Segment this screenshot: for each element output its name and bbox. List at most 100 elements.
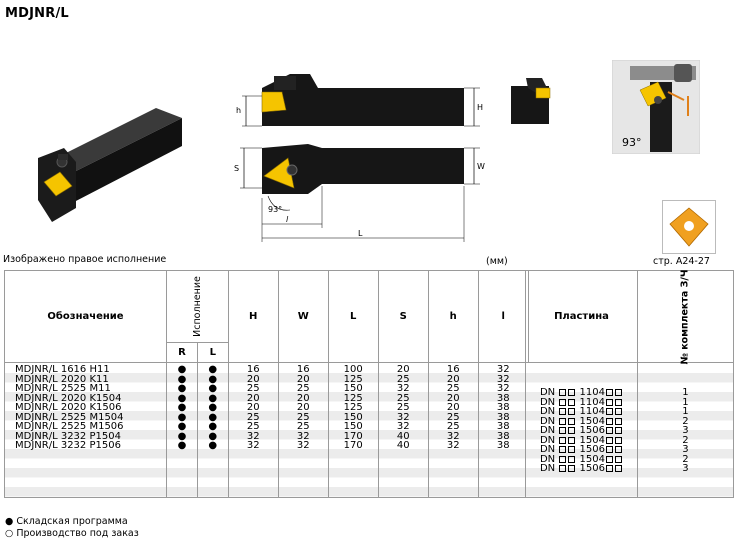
table-cell-h: 20 bbox=[246, 392, 260, 404]
table-cell-l-len: 150 bbox=[343, 383, 363, 394]
table-cell-kit: 1 bbox=[682, 406, 689, 418]
legend-order: ○ Производство под заказ bbox=[5, 528, 139, 539]
legend-stock: ● Складская программа bbox=[5, 516, 128, 527]
placeholder-box-icon bbox=[559, 417, 567, 425]
table-cell-s: 20 bbox=[396, 364, 410, 375]
insert-prefix: DN bbox=[539, 425, 556, 437]
dim-l-label: l bbox=[286, 215, 289, 224]
table-cell-l-len: 150 bbox=[343, 421, 363, 432]
placeholder-box-icon bbox=[606, 455, 613, 463]
table-cell-l: ● bbox=[208, 383, 218, 394]
table-cell-kit: 2 bbox=[682, 434, 689, 446]
placeholder-box-icon bbox=[559, 465, 567, 473]
dim-h-label: h bbox=[236, 106, 241, 115]
top-view-drawing: S W 93° l L bbox=[234, 144, 485, 242]
table-cell-h: 20 bbox=[246, 373, 260, 385]
header-L: L bbox=[327, 270, 379, 363]
placeholder-box-icon bbox=[559, 398, 567, 406]
header-l: l bbox=[477, 270, 529, 363]
dim-angle-label: 93° bbox=[268, 205, 282, 214]
dim-H-label: H bbox=[477, 103, 483, 112]
table-cell-r: ● bbox=[177, 402, 187, 413]
insert-code: 1104 bbox=[576, 406, 605, 418]
table-cell-s: 40 bbox=[396, 440, 410, 451]
insert-cell: DN 1506 bbox=[526, 463, 637, 474]
table-cell-w: 20 bbox=[296, 402, 310, 413]
table-cell-l-len: 100 bbox=[343, 364, 363, 375]
dim-L-label: L bbox=[358, 229, 363, 238]
header-insert: Пластина bbox=[525, 270, 638, 363]
tool-holder-3d-image bbox=[38, 108, 182, 222]
angle-caption: 93° bbox=[622, 136, 642, 149]
insert-prefix: DN bbox=[539, 396, 556, 408]
table-cell-designation: MDJNR/L 2020 K11 bbox=[15, 373, 109, 385]
table-cell-l: ● bbox=[208, 421, 218, 432]
stock-text: Складская программа bbox=[16, 516, 128, 527]
placeholder-box-icon bbox=[615, 465, 622, 473]
placeholder-box-icon bbox=[615, 436, 622, 444]
table-cell-h: 25 bbox=[246, 411, 260, 423]
table-cell-h: 16 bbox=[246, 364, 260, 375]
table-cell-l: ● bbox=[208, 373, 218, 385]
insert-code: 1504 bbox=[576, 415, 605, 427]
table-cell-w: 20 bbox=[296, 373, 310, 385]
table-cell-h: 25 bbox=[246, 421, 260, 432]
table-cell-kit: 3 bbox=[682, 463, 689, 475]
table-cell-s: 25 bbox=[396, 392, 410, 404]
table-cell-l: 32 bbox=[496, 383, 510, 394]
table-cell-designation: MDJNR/L 3232 P1504 bbox=[15, 430, 121, 442]
table-cell-h: 32 bbox=[446, 440, 460, 451]
table-cell-designation: MDJNR/L 2525 M1504 bbox=[15, 411, 124, 423]
table-cell-s: 32 bbox=[396, 411, 410, 423]
table-cell-designation: MDJNR/L 2020 K1506 bbox=[15, 402, 122, 413]
dim-W-label: W bbox=[477, 162, 485, 171]
placeholder-box-icon bbox=[606, 446, 613, 454]
table-cell-designation: MDJNR/L 2525 M1506 bbox=[15, 421, 124, 432]
placeholder-box-icon bbox=[559, 446, 567, 454]
table-cell-h: 16 bbox=[446, 364, 460, 375]
table-cell-l-len: 170 bbox=[343, 440, 363, 451]
table-cell-l-len: 125 bbox=[343, 402, 363, 413]
placeholder-box-icon bbox=[568, 436, 576, 444]
table-cell-w: 25 bbox=[296, 383, 310, 394]
table-cell-h: 32 bbox=[246, 440, 260, 451]
table-cell-l: 38 bbox=[496, 402, 510, 413]
header-designation: Обозначение bbox=[4, 270, 167, 363]
table-cell-s: 32 bbox=[396, 383, 410, 394]
end-view-drawing bbox=[511, 78, 551, 124]
col-R: ●●●●●●●●● bbox=[166, 362, 198, 498]
table-cell-l: 38 bbox=[496, 411, 510, 423]
header-S: S bbox=[377, 270, 429, 363]
placeholder-box-icon bbox=[568, 398, 576, 406]
insert-code: 1104 bbox=[576, 387, 605, 399]
insert-cell: DN 1104 bbox=[526, 396, 637, 408]
table-cell-l: ● bbox=[208, 392, 218, 404]
header-H: H bbox=[227, 270, 279, 363]
placeholder-box-icon bbox=[606, 465, 613, 473]
insert-prefix: DN bbox=[539, 406, 556, 418]
placeholder-box-icon bbox=[568, 446, 576, 454]
placeholder-box-icon bbox=[606, 408, 613, 416]
placeholder-box-icon bbox=[606, 398, 613, 406]
table-cell-l: 38 bbox=[496, 392, 510, 404]
stock-symbol: ● bbox=[5, 516, 14, 527]
table-cell-r: ● bbox=[177, 392, 187, 404]
table-cell-l-len: 150 bbox=[343, 411, 363, 423]
table-cell-l: 38 bbox=[496, 421, 510, 432]
insert-cell: DN 1504 bbox=[526, 415, 637, 427]
table-cell-kit: 1 bbox=[682, 387, 689, 399]
insert-code: 1504 bbox=[576, 453, 605, 465]
table-cell-r: ● bbox=[177, 364, 187, 375]
table-cell-h: 25 bbox=[446, 383, 460, 394]
page-title: MDJNR/L bbox=[5, 6, 69, 21]
table-cell-h: 25 bbox=[246, 383, 260, 394]
placeholder-box-icon bbox=[615, 455, 622, 463]
insert-cell: DN 1104 bbox=[526, 406, 637, 418]
header-version-label: Исполнение bbox=[191, 276, 203, 337]
insert-prefix: DN bbox=[539, 444, 556, 456]
